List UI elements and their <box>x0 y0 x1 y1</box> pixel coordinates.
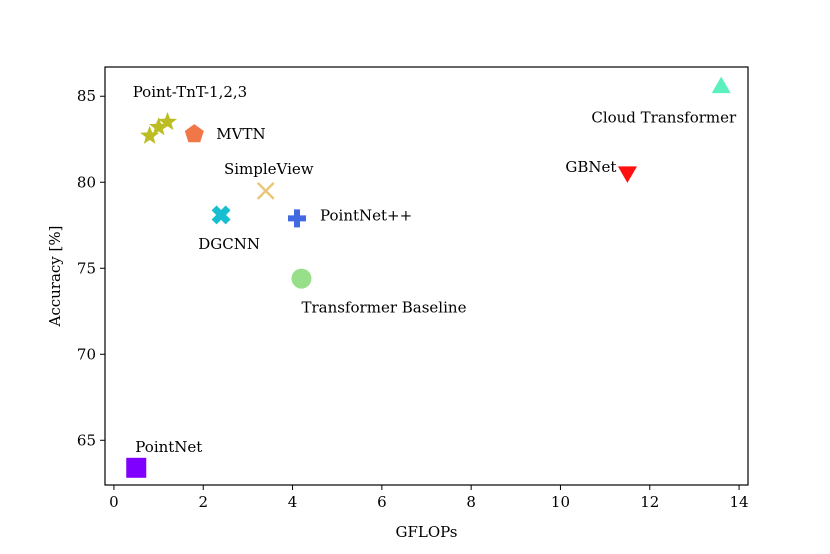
y-tick-label: 80 <box>77 173 96 191</box>
y-tick-label: 70 <box>77 345 96 363</box>
pointnet-label: PointNet <box>135 438 202 456</box>
y-tick-label: 85 <box>77 87 96 105</box>
pointnet-marker <box>126 457 147 478</box>
simpleview-marker <box>256 181 275 200</box>
x-tick-label: 6 <box>377 493 387 511</box>
x-tick-label: 8 <box>466 493 476 511</box>
point-tnt-1-2-3-marker <box>158 112 177 131</box>
y-axis-label: Accuracy [%] <box>46 225 64 327</box>
x-tick-label: 2 <box>198 493 208 511</box>
mvtn-label: MVTN <box>216 125 265 143</box>
x-tick-label: 4 <box>288 493 298 511</box>
pointnet-marker <box>288 209 307 228</box>
y-tick-label: 75 <box>77 259 96 277</box>
dgcnn-label: DGCNN <box>198 235 260 253</box>
x-tick-label: 14 <box>730 493 749 511</box>
y-tick-label: 65 <box>77 431 96 449</box>
x-axis-ticks: 0 2 4 6 8 10 12 14 <box>109 485 749 511</box>
x-tick-label: 12 <box>640 493 659 511</box>
dgcnn-marker <box>211 205 231 225</box>
cloud-transformer-marker <box>711 76 731 94</box>
y-axis-ticks: 65 70 75 80 85 <box>77 87 105 449</box>
pointnet-label: PointNet++ <box>320 206 412 224</box>
transformer-baseline-label: Transformer Baseline <box>302 299 467 317</box>
mvtn-marker <box>184 124 204 143</box>
x-axis-label: GFLOPs <box>395 523 457 541</box>
point-tnt-1-2-3-marker <box>140 125 160 144</box>
x-tick-label: 0 <box>109 493 119 511</box>
cloud-transformer-label: Cloud Transformer <box>591 109 737 127</box>
gbnet-marker <box>617 166 637 183</box>
transformer-baseline-marker <box>291 268 312 289</box>
point-tnt-1-2-3-marker <box>149 117 169 136</box>
gbnet-label: GBNet <box>565 158 616 176</box>
data-markers <box>126 76 731 478</box>
x-tick-label: 10 <box>551 493 570 511</box>
plot-area-frame <box>104 66 749 486</box>
simpleview-label: SimpleView <box>224 160 314 178</box>
point-tnt-1-2-3-label: Point-TnT-1,2,3 <box>133 83 248 101</box>
